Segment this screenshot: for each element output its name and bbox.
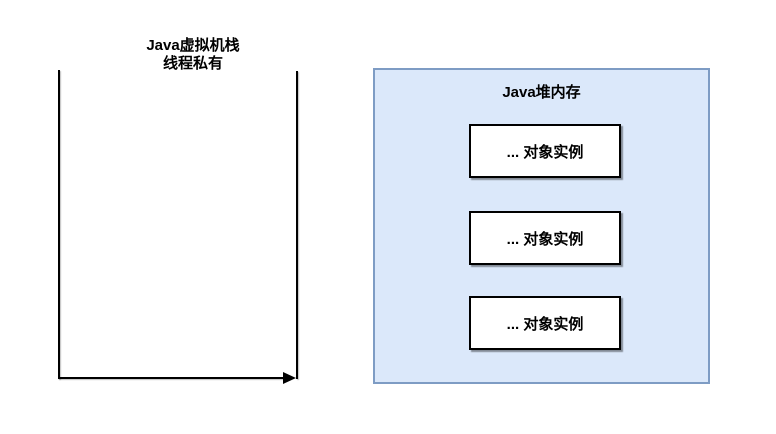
heap-title: Java堆内存: [502, 84, 581, 101]
object-instance-box: ... 对象实例: [469, 296, 621, 350]
object-instance-box: ... 对象实例: [469, 211, 621, 265]
jvm-stack-title-line1: Java虚拟机栈: [146, 37, 240, 54]
arrow-right-icon: [283, 372, 296, 384]
heap-memory-container: Java堆内存 ... 对象实例 ... 对象实例 ... 对象实例: [373, 68, 710, 384]
stack-left-wall-line: [58, 70, 60, 379]
jvm-stack-title-line2: 线程私有: [162, 55, 223, 72]
stack-right-wall-line: [296, 71, 298, 379]
jvm-stack-title: Java虚拟机栈 线程私有: [88, 37, 298, 73]
stack-bottom-arrow-line: [58, 377, 286, 379]
object-instance-box: ... 对象实例: [469, 124, 621, 178]
